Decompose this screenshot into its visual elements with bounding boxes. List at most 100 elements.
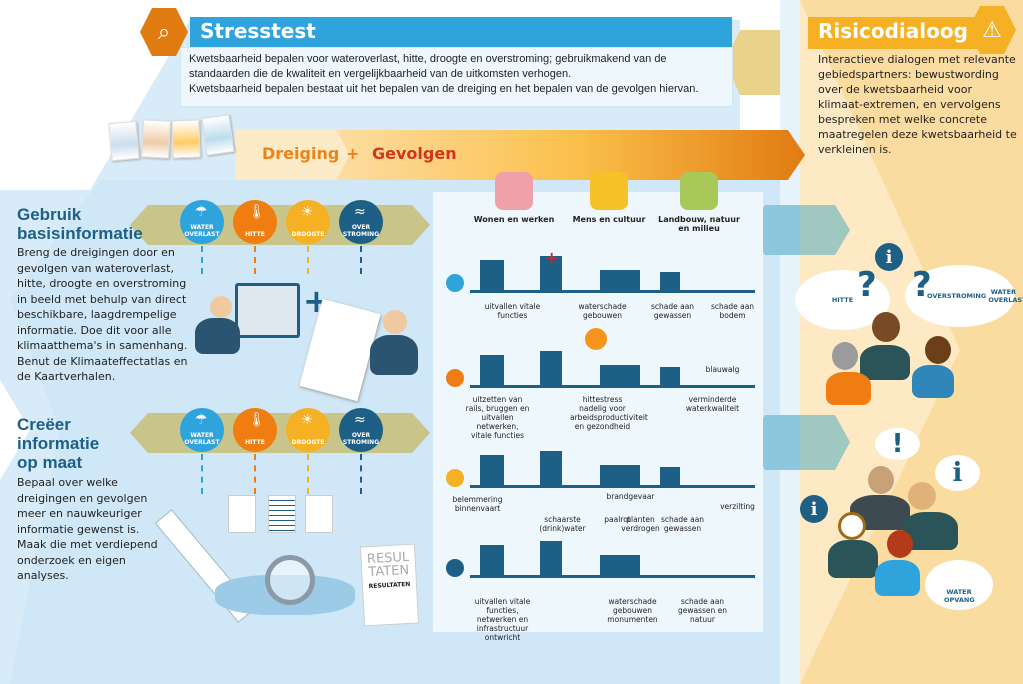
building-icon — [660, 272, 680, 290]
consequence-label: hittestress nadelig voor arbeidsproducti… — [570, 395, 648, 431]
building-icon — [600, 555, 640, 575]
person-body — [828, 540, 878, 578]
wateropvang-label: WATER OPVANG — [944, 588, 975, 604]
building-icon — [660, 467, 680, 485]
question-glyph: ? — [912, 265, 932, 305]
section1-text: Breng de dreigingen door en gevolgen van… — [17, 246, 188, 383]
map-card-icon — [201, 114, 235, 156]
row-threat-icon — [446, 469, 464, 487]
overstroming-bubble: OVERSTROMING WATER OVERLAST — [905, 265, 1023, 327]
arrow-line — [254, 246, 256, 274]
exclaim-bubble: ! — [875, 428, 920, 460]
magnifier-icon — [265, 555, 315, 605]
map-card-icon — [171, 119, 201, 159]
info-glyph: i — [885, 246, 893, 268]
computer-monitor-icon — [235, 283, 300, 338]
map-card-icon — [141, 119, 171, 159]
stresstest-line: standaarden die de kwaliteit en vergelij… — [189, 68, 572, 80]
building-icon — [660, 367, 680, 385]
threat-band — [130, 413, 430, 453]
threat-circle-0: WATER OVERLAST — [180, 408, 224, 452]
building-icon — [540, 451, 562, 485]
risicodialoog-description: Interactieve dialogen met relevante gebi… — [818, 53, 1017, 156]
person-body — [912, 365, 954, 398]
ground-line — [470, 485, 755, 488]
heading-line: informatie — [17, 434, 100, 453]
person-icon — [210, 296, 232, 318]
sun-icon — [585, 328, 607, 350]
heading-line: basisinformatie — [17, 224, 143, 243]
person-icon — [887, 530, 913, 558]
gevolgen-label: Gevolgen — [372, 144, 457, 163]
consequence-label: schade aan gewassen — [650, 302, 695, 320]
stresstest-title: Stresstest — [190, 17, 732, 49]
category-icon-1 — [590, 172, 628, 210]
table-document-icon — [268, 495, 296, 533]
ground-line — [470, 385, 755, 388]
question-icon: ? — [912, 265, 932, 305]
stresstest-description: Kwetsbaarheid bepalen voor wateroverlast… — [180, 47, 733, 107]
row-threat-icon — [446, 274, 464, 292]
info-glyph: i — [952, 458, 963, 488]
consequence-label: schaarste (drink)water — [539, 515, 586, 533]
ground-line — [470, 575, 755, 578]
consequence-label: paalrot — [604, 515, 631, 524]
consequence-label: uitzetten van rails, bruggen en uitvalle… — [465, 395, 530, 440]
threat-circle-0: WATER OVERLAST — [180, 200, 224, 244]
person-icon — [872, 312, 900, 342]
ground-line — [470, 290, 755, 293]
threat-band — [130, 205, 430, 245]
arrow-line — [360, 454, 362, 494]
hospital-cross-icon: + — [545, 248, 559, 267]
person-body — [826, 372, 871, 405]
consequence-label: waterschade gebouwen — [578, 302, 627, 320]
building-icon — [600, 270, 640, 290]
category-icon-2 — [680, 172, 718, 210]
threat-circle-2: DROOGTE — [286, 408, 330, 452]
row-threat-icon — [446, 369, 464, 387]
dreiging-band — [235, 130, 350, 180]
threat-circle-1: HITTE — [233, 200, 277, 244]
resultaten-big: RESUL TATEN — [366, 549, 410, 581]
consequence-label: brandgevaar — [606, 492, 655, 501]
consequence-label: planten verdrogen — [621, 515, 660, 533]
heading-line: op maat — [17, 453, 83, 472]
resultaten-document: RESUL TATEN RESULTATEN — [359, 543, 420, 627]
consequence-label: uitvallen vitale functies — [484, 302, 541, 320]
person-icon — [868, 466, 894, 494]
waves-icon: ≈ — [354, 412, 366, 428]
chart-document-icon — [305, 495, 333, 533]
sun-icon: ☀ — [301, 412, 314, 428]
map-card-icon — [108, 120, 140, 162]
person-body — [195, 318, 240, 354]
building-icon — [540, 351, 562, 385]
category-label: Mens en cultuur — [572, 215, 646, 224]
consequence-label: schade aan bodem — [710, 302, 755, 320]
thermometer-icon: 🌡 — [248, 412, 266, 428]
person-body — [860, 345, 910, 380]
person-icon — [908, 482, 936, 510]
wateropvang-bubble: WATER OPVANG — [925, 560, 993, 610]
map-document-icon — [228, 495, 256, 533]
person-icon — [383, 310, 407, 334]
threat-circle-2: DROOGTE — [286, 200, 330, 244]
building-icon — [600, 365, 640, 385]
sun-icon: ☀ — [301, 204, 314, 220]
consequence-label: waterschade gebouwen monumenten — [607, 597, 658, 624]
stresstest-line: Kwetsbaarheid bepalen voor wateroverlast… — [189, 53, 667, 65]
heading-line: Creëer — [17, 415, 71, 434]
arrow-line — [307, 454, 309, 494]
building-icon — [600, 465, 640, 485]
arrow-line — [201, 454, 203, 494]
threat-circle-3: OVER STROMING — [339, 200, 383, 244]
consequence-label: schade aan gewassen — [660, 515, 705, 533]
consequence-label: verminderde waterkwaliteit — [685, 395, 740, 413]
plus-label: + — [346, 144, 360, 163]
consequence-label: schade aan gewassen en natuur — [677, 597, 728, 624]
info-icon: i — [875, 243, 903, 271]
rain-cloud-icon: ☂ — [195, 412, 208, 428]
person-icon — [838, 512, 866, 540]
person-body — [370, 335, 418, 375]
